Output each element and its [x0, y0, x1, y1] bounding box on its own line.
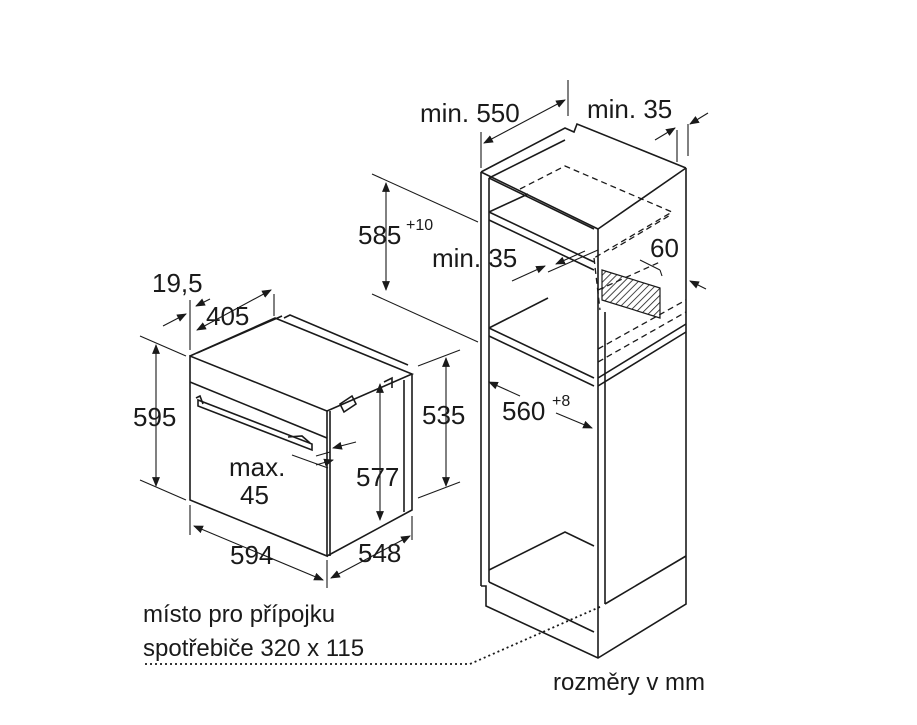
label-min-35-top: min. 35 [587, 94, 672, 124]
units-note: rozměry v mm [553, 669, 705, 696]
label-19-5: 19,5 [152, 268, 203, 298]
cabinet-dimensions [371, 80, 709, 429]
label-548: 548 [358, 538, 401, 568]
label-595: 595 [133, 402, 176, 432]
label-560: 560 [502, 396, 545, 426]
label-60: 60 [650, 233, 679, 263]
label-max: max. [229, 452, 285, 482]
label-min-550: min. 550 [420, 98, 520, 128]
label-594: 594 [230, 540, 273, 570]
connection-note-line1: místo pro přípojku [143, 601, 335, 628]
connection-note-line2: spotřebiče 320 x 115 [143, 635, 364, 662]
cabinet-drawing [480, 122, 687, 659]
label-577: 577 [356, 462, 399, 492]
label-560-tolerance: +8 [552, 393, 570, 410]
label-405: 405 [206, 301, 249, 331]
label-535: 535 [422, 400, 465, 430]
label-45: 45 [240, 480, 269, 510]
connection-leader [145, 605, 603, 665]
oven-drawing [189, 314, 415, 558]
label-585-tolerance: +10 [406, 217, 433, 234]
label-585: 585 [358, 220, 401, 250]
label-min-35-gap: min. 35 [432, 243, 517, 273]
oven-dimensions [139, 289, 461, 588]
